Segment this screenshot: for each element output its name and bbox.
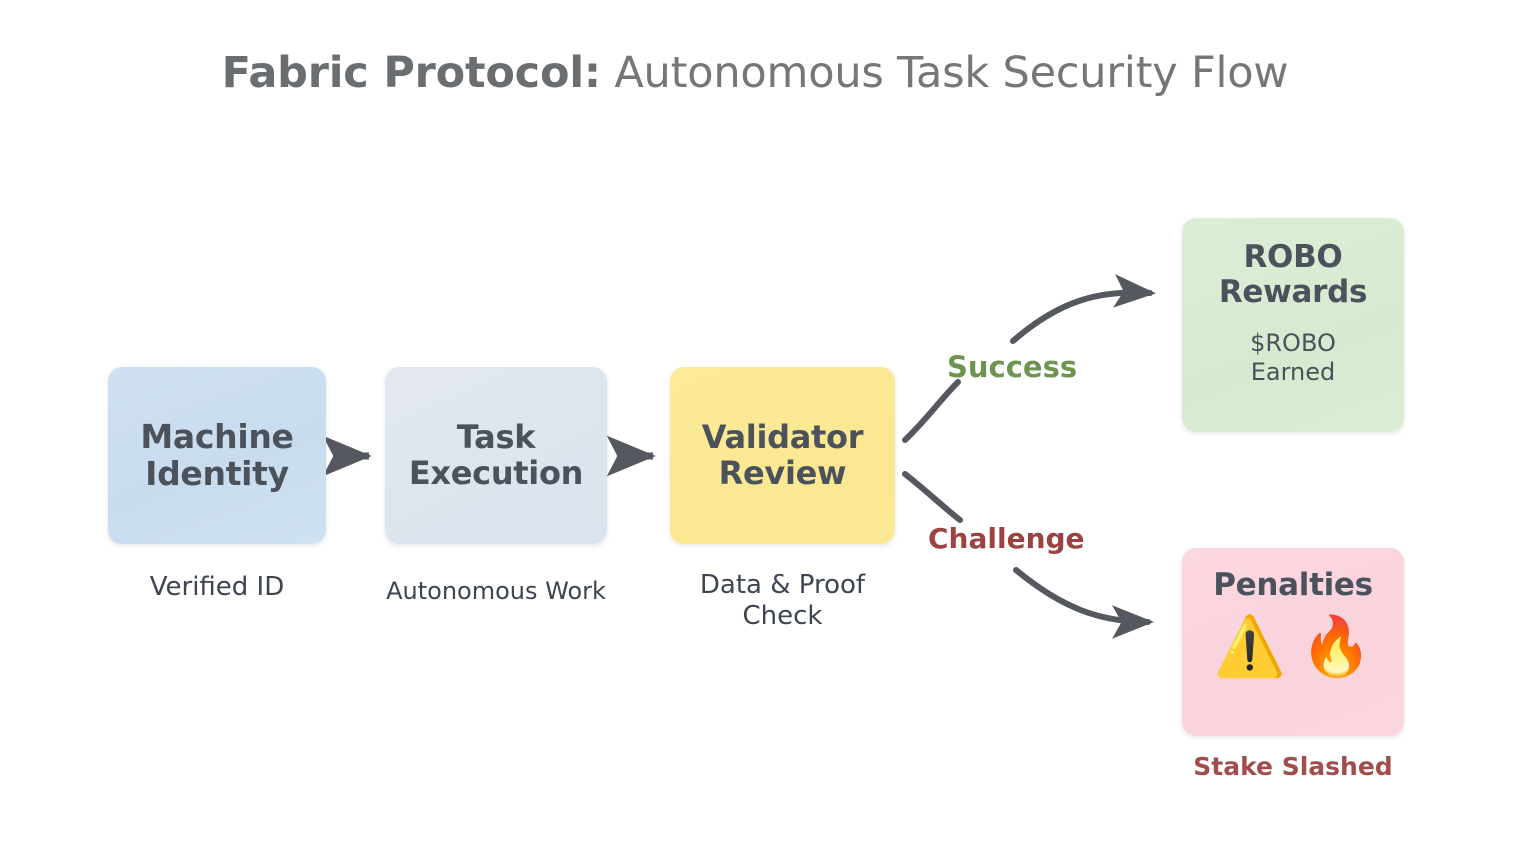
caption-machine-identity: Verified ID [149, 572, 285, 602]
node-penalties-title: Penalties [1213, 567, 1373, 603]
caption-task-execution: Autonomous Work [386, 577, 606, 605]
penalties-icon-row: ⚠️ 🔥 [1214, 617, 1372, 675]
node-penalties[interactable]: Penalties ⚠️ 🔥 [1182, 548, 1404, 736]
caption-penalties: Stake Slashed [1193, 752, 1393, 781]
fire-icon: 🔥 [1300, 611, 1373, 680]
edge-label-challenge: Challenge [928, 522, 1085, 555]
title-strong: Fabric Protocol: [221, 48, 601, 98]
warning-triangle-icon: ⚠️ [1213, 611, 1286, 680]
title-light: Autonomous Task Security Flow [600, 48, 1289, 98]
edge-label-success: Success [947, 350, 1078, 384]
page-title: Fabric Protocol: Autonomous Task Securit… [0, 48, 1510, 98]
